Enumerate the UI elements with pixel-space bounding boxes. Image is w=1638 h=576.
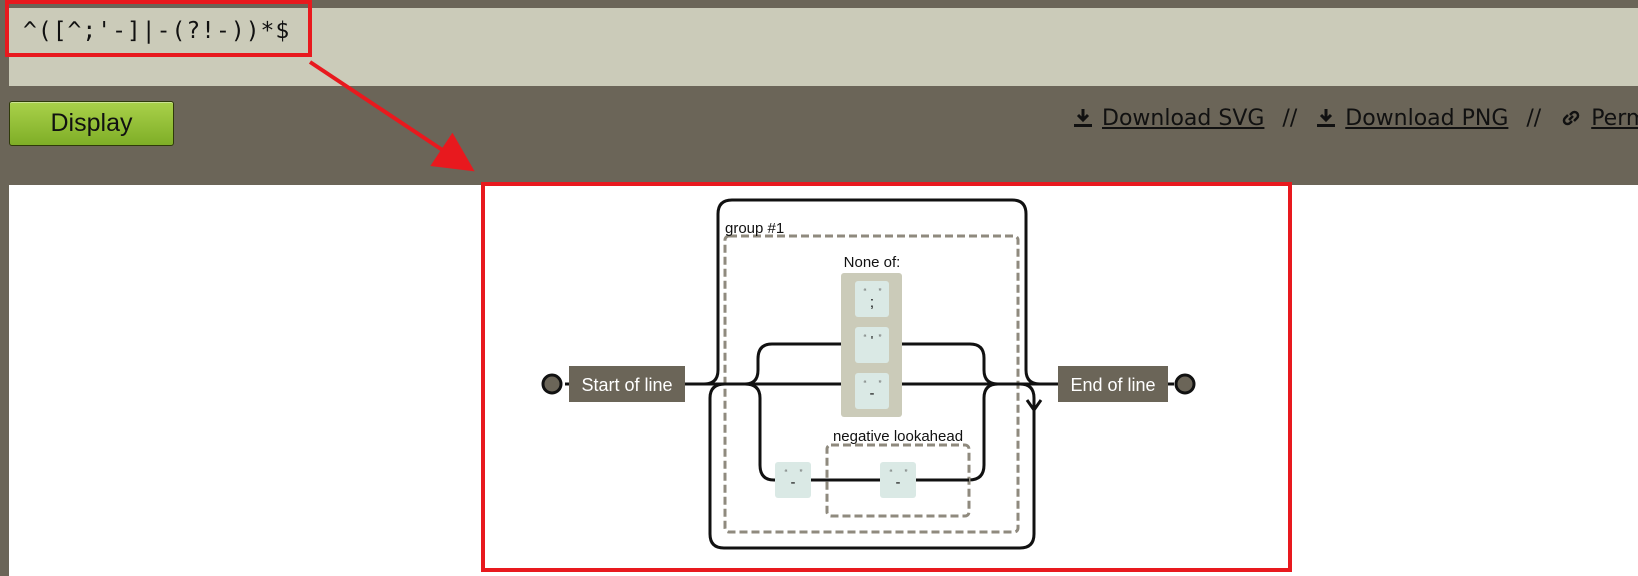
regex-input[interactable]: ^([^;'-]|-(?!-))*$: [9, 8, 1638, 86]
link-separator: //: [1282, 105, 1298, 131]
link-icon: [1562, 110, 1580, 126]
download-svg-link[interactable]: Download SVG: [1072, 106, 1264, 131]
download-png-label[interactable]: Download PNG: [1345, 105, 1509, 131]
display-button[interactable]: Display: [9, 101, 174, 146]
permalink-label[interactable]: Permalink: [1591, 105, 1638, 131]
download-svg-label[interactable]: Download SVG: [1102, 105, 1265, 131]
top-strip: [0, 0, 1638, 8]
download-icon: [1317, 109, 1336, 127]
permalink-link[interactable]: Permalink: [1559, 106, 1638, 131]
diagram-canvas: [9, 185, 1638, 576]
download-links: Download SVG // Download PNG // Permalin…: [1072, 98, 1638, 138]
link-separator: //: [1526, 105, 1542, 131]
download-icon: [1074, 109, 1092, 127]
download-png-link[interactable]: Download PNG: [1315, 106, 1508, 131]
regex-input-value[interactable]: ^([^;'-]|-(?!-))*$: [23, 18, 291, 44]
